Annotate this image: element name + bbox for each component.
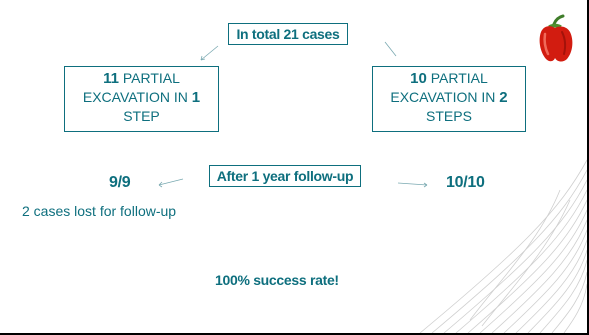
arrow-icon — [158, 178, 184, 186]
one-step-box: 11 PARTIAL EXCAVATION IN 1 STEP — [64, 66, 219, 132]
one-step-count: 11 — [103, 70, 119, 87]
total-cases-label: In total 21 cases — [236, 26, 340, 42]
two-steps-result: 10/10 — [446, 174, 485, 191]
two-steps-suffix: STEPS — [426, 108, 472, 124]
one-step-text: PARTIAL EXCAVATION IN — [82, 70, 188, 105]
one-step-suffix: STEP — [123, 108, 160, 124]
lost-cases-note: 2 cases lost for follow-up — [22, 203, 177, 219]
success-rate-text: 100% success rate! — [215, 272, 339, 288]
arrow-icon — [384, 41, 397, 57]
red-pepper-icon — [539, 14, 573, 62]
arrow-icon — [200, 45, 219, 61]
connector-lines — [158, 41, 428, 188]
followup-label: After 1 year follow-up — [216, 168, 354, 184]
one-step-result: 9/9 — [109, 174, 131, 191]
total-cases-box: In total 21 cases — [228, 23, 348, 45]
decorative-wave-lines — [419, 159, 587, 333]
two-steps-text: PARTIAL EXCAVATION IN — [390, 70, 496, 105]
followup-box: After 1 year follow-up — [209, 165, 361, 187]
two-steps-number: 2 — [499, 89, 508, 106]
two-steps-box: 10 PARTIAL EXCAVATION IN 2 STEPS — [372, 66, 526, 132]
one-step-number: 1 — [191, 89, 201, 106]
two-steps-count: 10 — [410, 70, 427, 87]
arrow-icon — [397, 182, 428, 186]
